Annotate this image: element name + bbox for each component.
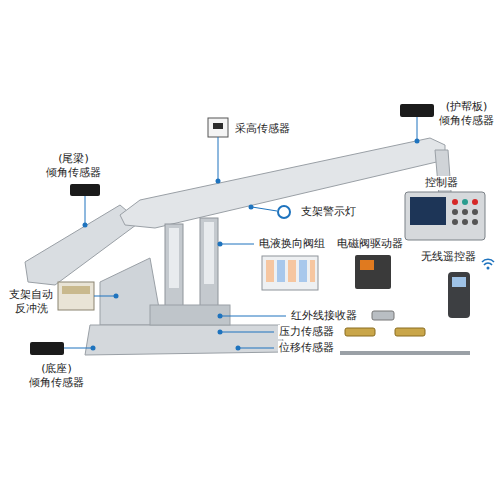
wifi-symbol — [487, 267, 490, 270]
controller-unit — [405, 192, 485, 240]
leader-dot — [83, 223, 88, 228]
leader-line — [64, 348, 92, 349]
callout-label: 位移传感器 — [278, 341, 335, 355]
callout-label: 支架警示灯 — [300, 205, 357, 219]
leg-rod — [204, 222, 214, 284]
height-sensor-icon — [213, 123, 223, 129]
base-box — [150, 305, 230, 325]
remote-control — [448, 272, 470, 318]
callout-label: 采高传感器 — [234, 122, 291, 136]
valve-driver — [355, 255, 391, 289]
backflush-filter — [62, 286, 90, 294]
controller-button — [452, 219, 458, 225]
callout-label: (底座) 倾角传感器 — [28, 362, 85, 390]
leader-dot — [236, 346, 241, 351]
leader-dot — [218, 242, 223, 247]
controller-button — [472, 219, 478, 225]
leader-line — [218, 137, 219, 180]
leader-dot — [218, 330, 223, 335]
valve-pack — [299, 260, 307, 282]
controller-button — [472, 199, 478, 205]
leader-dot — [415, 139, 420, 144]
warning-lamp — [278, 206, 290, 218]
leader-line — [417, 117, 418, 140]
valve-pack — [266, 260, 274, 282]
wifi-symbol — [482, 259, 494, 265]
callout-label: 无线遥控器 — [420, 250, 477, 264]
leader-dot — [114, 294, 119, 299]
controller-button — [452, 209, 458, 215]
controller-button — [462, 209, 468, 215]
leader-line — [222, 316, 286, 317]
displacement-sensor — [340, 351, 470, 355]
tilt-sensor-icon — [70, 184, 100, 196]
controller-button — [452, 199, 458, 205]
tilt-sensor-icon — [30, 342, 64, 355]
remote-screen — [452, 277, 466, 287]
valve-driver — [360, 260, 374, 270]
leader-line — [85, 196, 86, 224]
controller-button — [462, 219, 468, 225]
valve-pack — [288, 260, 296, 282]
canopy — [120, 138, 445, 228]
leader-dot — [216, 179, 221, 184]
leader-line — [222, 332, 274, 333]
valve-pack — [310, 260, 315, 282]
controller-screen — [410, 197, 446, 225]
leader-line — [252, 207, 277, 211]
callout-label: 红外线接收器 — [290, 309, 358, 323]
pressure-sensor — [345, 328, 375, 336]
callout-label: 控制器 — [424, 176, 459, 190]
valve-pack — [262, 256, 318, 290]
leader-dot — [218, 314, 223, 319]
leg-rod — [169, 228, 179, 288]
callout-label: 支架自动 反冲洗 — [8, 288, 54, 316]
tilt-sensor-icon — [400, 104, 434, 117]
callout-label: 电液换向阀组 — [258, 237, 326, 251]
callout-label: 电磁阀驱动器 — [336, 237, 404, 251]
callout-label: (尾梁) 倾角传感器 — [45, 152, 102, 180]
leader-dot — [249, 205, 254, 210]
callout-label: (护帮板) 倾角传感器 — [438, 100, 495, 128]
height-sensor-icon — [208, 118, 228, 137]
pressure-sensor — [395, 328, 425, 336]
valve-pack — [277, 260, 285, 282]
controller-button — [462, 199, 468, 205]
leader-line — [222, 244, 254, 245]
leader-line — [94, 296, 115, 297]
leader-line — [240, 348, 274, 349]
controller-button — [472, 209, 478, 215]
ir-receiver — [372, 311, 394, 320]
callout-label: 压力传感器 — [278, 325, 335, 339]
base — [85, 325, 285, 355]
backflush-filter — [58, 282, 94, 310]
leader-dot — [91, 346, 96, 351]
